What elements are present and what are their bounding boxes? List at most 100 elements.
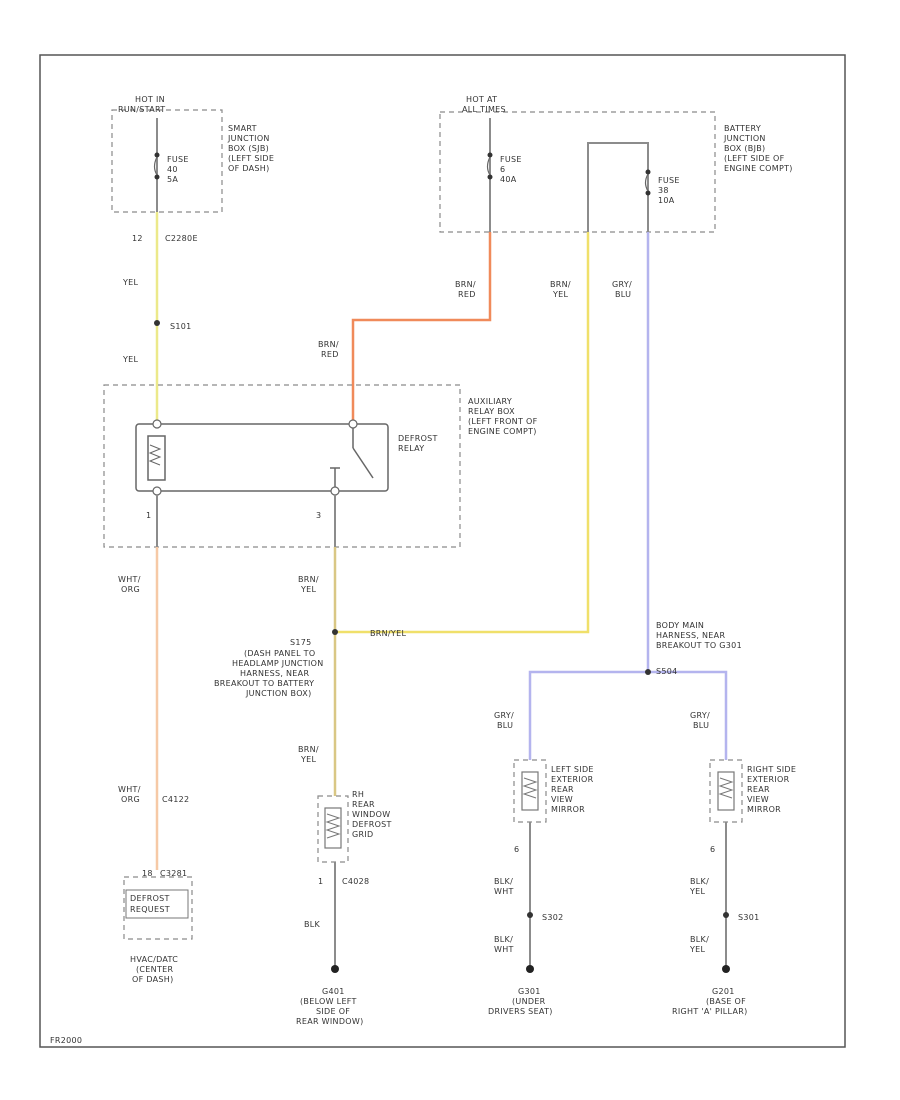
right-mirror-3: REAR	[747, 785, 770, 794]
left-mirror-5: MIRROR	[551, 805, 585, 814]
c4028-label: C4028	[342, 877, 369, 886]
right-mirror-pin: 6	[710, 845, 715, 854]
splice-s302	[527, 912, 533, 918]
splice-s301	[723, 912, 729, 918]
wire-label-gry-blu-r1: GRY/	[690, 711, 710, 720]
g401-name-2: (BELOW LEFT	[300, 997, 357, 1006]
body-main-1: BODY MAIN	[656, 621, 704, 630]
auxiliary-relay-box: AUXILIARY RELAY BOX (LEFT FRONT OF ENGIN…	[103, 384, 538, 548]
sjb-name-2: JUNCTION	[227, 134, 270, 143]
right-mirror-1: RIGHT SIDE	[747, 765, 796, 774]
sjb-name-1: SMART	[228, 124, 257, 133]
wire-label-brn-yel-top2: YEL	[552, 290, 569, 299]
hvac-name-2: (CENTER	[136, 965, 173, 974]
wire-label-blk-yel-a1: BLK/	[690, 877, 709, 886]
left-mirror-3: REAR	[551, 785, 574, 794]
aux-box-name-3: (LEFT FRONT OF	[468, 417, 538, 426]
bjb-name-2: JUNCTION	[723, 134, 766, 143]
g201-name-1: G201	[712, 987, 735, 996]
diagram-code: FR2000	[50, 1036, 82, 1045]
smart-junction-box: HOT IN RUN/START FUSE 40 5A SMART JUNCTI…	[111, 95, 274, 213]
sjb-hot-label-2: RUN/START	[118, 105, 165, 114]
grid-name-1: RH	[352, 790, 364, 799]
bjb-fuse1-amps: 40A	[500, 175, 517, 184]
wire-label-blk-yel-b2: YEL	[689, 945, 706, 954]
grid-name-2: REAR	[352, 800, 375, 809]
wire-label-brn-red-b2: RED	[321, 350, 339, 359]
diagram-frame	[39, 54, 846, 1048]
bjb-fuse2-amps: 10A	[658, 196, 675, 205]
sjb-hot-label-1: HOT IN	[135, 95, 165, 104]
s101-label: S101	[170, 322, 192, 331]
s175-name-2: (DASH PANEL TO	[244, 649, 315, 658]
wire-label-blk-wht-a1: BLK/	[494, 877, 513, 886]
defrost-relay: DEFROST RELAY	[135, 419, 437, 496]
wire-label-wht-org-b2: ORG	[121, 795, 140, 804]
g301-name-3: DRIVERS SEAT)	[488, 1007, 553, 1016]
bjb-fuse2-number: 38	[658, 186, 669, 195]
left-mirror-pin: 6	[514, 845, 519, 854]
wire-label-yel-b: YEL	[122, 355, 139, 364]
g301-name-1: G301	[518, 987, 541, 996]
c3281-label: C3281	[160, 869, 187, 878]
wire-label-brn-yel-a1: BRN/	[298, 575, 319, 584]
s175-name-5: BREAKOUT TO BATTERY	[214, 679, 314, 688]
body-main-3: BREAKOUT TO G301	[656, 641, 742, 650]
ground-g401	[331, 965, 339, 973]
wire-brn-red	[351, 232, 492, 420]
grid-name-5: GRID	[352, 830, 373, 839]
aux-box-name-1: AUXILIARY	[468, 397, 512, 406]
wire-label-blk-yel-b1: BLK/	[690, 935, 709, 944]
defrost-request-2: REQUEST	[130, 905, 170, 914]
body-main-2: HARNESS, NEAR	[656, 631, 725, 640]
left-mirror-4: VIEW	[551, 795, 573, 804]
bjb-fuse2-label: FUSE	[658, 176, 680, 185]
wire-label-blk-wht-b1: BLK/	[494, 935, 513, 944]
hvac-name-3: OF DASH)	[132, 975, 174, 984]
c3281-pin: 18	[142, 869, 153, 878]
hvac-name-1: HVAC/DATC	[130, 955, 178, 964]
c4122-label: C4122	[162, 795, 189, 804]
s175-name-6: JUNCTION BOX)	[245, 689, 312, 698]
defrost-relay-name-2: RELAY	[398, 444, 425, 453]
s301-label: S301	[738, 913, 760, 922]
s504-label: S504	[656, 667, 678, 676]
c2280e-label: C2280E	[165, 234, 198, 243]
wire-label-brn-yel-top1: BRN/	[550, 280, 571, 289]
wire-label-gry-blu-top1: GRY/	[612, 280, 632, 289]
wire-label-brn-yel-b2: YEL	[300, 755, 317, 764]
defrost-request-module: DEFROST REQUEST	[123, 876, 193, 940]
grid-name-4: DEFROST	[352, 820, 392, 829]
wire-label-blk-yel-a2: YEL	[689, 887, 706, 896]
right-mirror-heater: RIGHT SIDE EXTERIOR REAR VIEW MIRROR	[709, 759, 796, 823]
wire-label-gry-blu-l1: GRY/	[494, 711, 514, 720]
bjb-hot-label-1: HOT AT	[466, 95, 497, 104]
rear-defrost-grid: RH REAR WINDOW DEFROST GRID	[317, 790, 392, 863]
sjb-fuse-amps: 5A	[167, 175, 178, 184]
g401-name-1: G401	[322, 987, 345, 996]
aux-box-name-2: RELAY BOX	[468, 407, 515, 416]
g201-name-3: RIGHT 'A' PILLAR)	[672, 1007, 748, 1016]
bjb-name-1: BATTERY	[724, 124, 761, 133]
s175-name-4: HARNESS, NEAR	[240, 669, 309, 678]
bjb-name-3: BOX (BJB)	[724, 144, 765, 153]
splice-s175	[332, 629, 338, 635]
bjb-name-5: ENGINE COMPT)	[724, 164, 793, 173]
wire-label-gry-blu-top2: BLU	[615, 290, 631, 299]
ground-g301	[526, 965, 534, 973]
defrost-request-1: DEFROST	[130, 894, 170, 903]
wire-label-wht-org-a1: WHT/	[118, 575, 141, 584]
s175-tag: BRN/YEL	[370, 629, 406, 638]
sjb-fuse-number: 40	[167, 165, 178, 174]
wire-label-blk-wht-a2: WHT	[494, 887, 514, 896]
c2280e-pin: 12	[132, 234, 143, 243]
wire-label-brn-yel-b1: BRN/	[298, 745, 319, 754]
sjb-fuse-label: FUSE	[167, 155, 189, 164]
s175-name-1: S175	[290, 638, 312, 647]
bjb-fuse1-number: 6	[500, 165, 505, 174]
bjb-hot-label-2: ALL TIMES	[462, 105, 506, 114]
wire-label-gry-blu-l2: BLU	[497, 721, 513, 730]
bjb-name-4: (LEFT SIDE OF	[724, 154, 785, 163]
g401-name-4: REAR WINDOW)	[296, 1017, 364, 1026]
